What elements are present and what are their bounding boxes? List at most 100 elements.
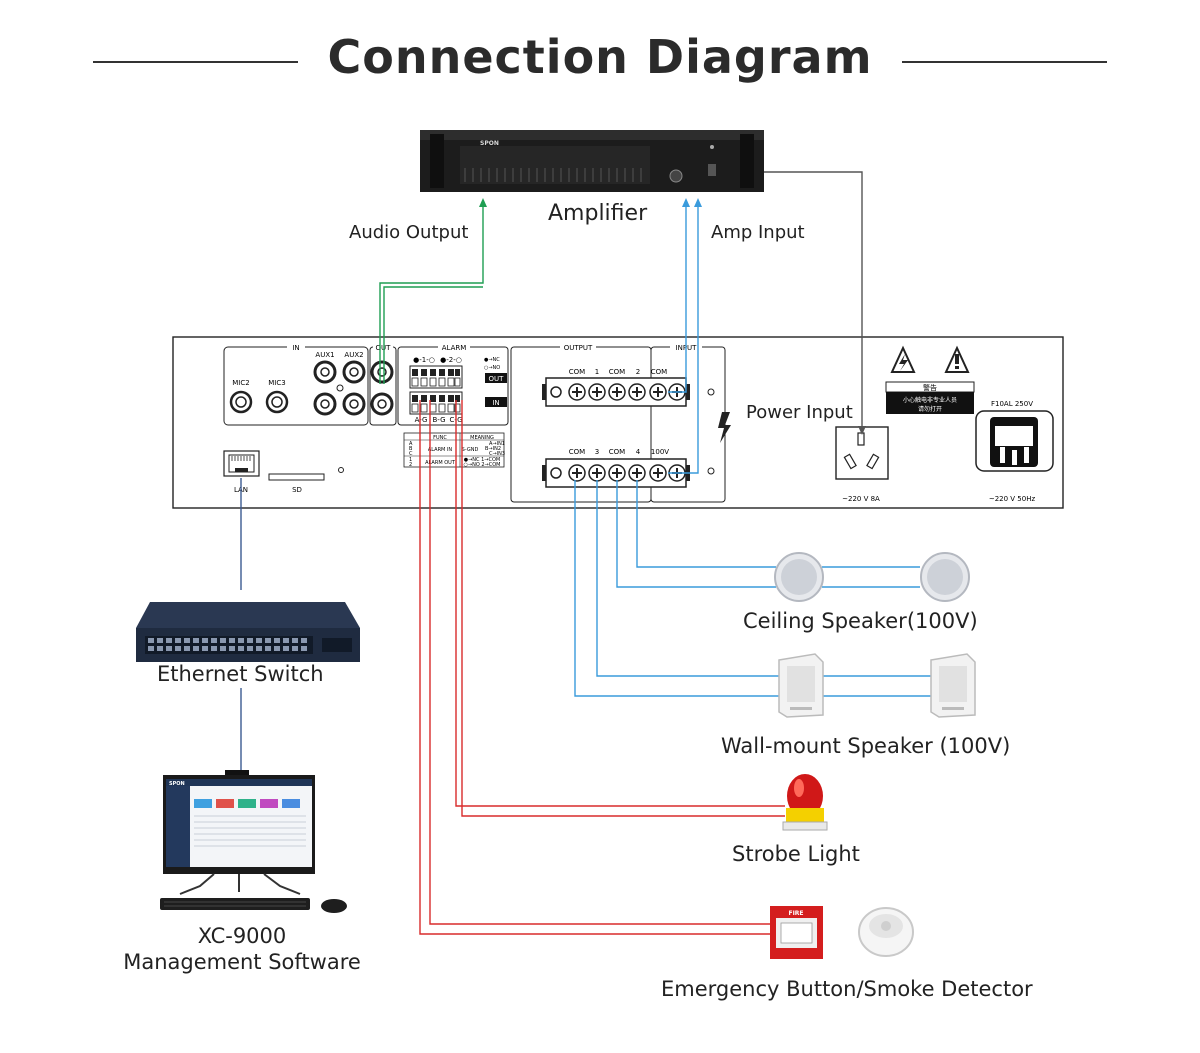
software-label-line-2: Management Software xyxy=(123,950,361,974)
reset-hole xyxy=(338,467,344,473)
amp-input-line-2 xyxy=(668,205,699,474)
amplifier-led xyxy=(710,145,714,149)
sd-card-slot xyxy=(268,473,325,481)
ceiling-speaker-icon xyxy=(774,552,970,602)
amplifier-power-switch xyxy=(708,164,716,176)
alarm-term-b: B-G xyxy=(432,416,445,424)
socket-rating: ~220 V 8A xyxy=(842,495,880,503)
emergency-line-1 xyxy=(429,400,770,925)
strobe-line-2 xyxy=(461,400,785,817)
wall-speaker-line-1 xyxy=(596,480,779,677)
power-input-label: Power Input xyxy=(746,402,853,423)
ceiling-speaker-line-1 xyxy=(636,480,776,568)
alarm-table-func: FUNC xyxy=(433,435,447,441)
amplifier-vent xyxy=(460,146,650,184)
amp-input-arrow-2 xyxy=(694,198,702,207)
alarm-in-tag xyxy=(485,397,507,407)
emergency-line-2 xyxy=(419,400,770,935)
alarm-table-no-com: ○→NO 2→COM xyxy=(464,462,501,468)
amp-input-arrow-1 xyxy=(682,198,690,207)
in-jacks xyxy=(229,360,366,416)
fire-alarm-button-icon: FIRE xyxy=(770,906,823,959)
wall-speaker-label: Wall-mount Speaker (100V) xyxy=(721,734,1011,758)
amplifier-top xyxy=(420,130,764,140)
alarm-table-r2: B→IN2 xyxy=(485,446,501,452)
alarm-section-label: ALARM xyxy=(442,344,467,352)
wall-speaker-line-2 xyxy=(574,480,779,697)
alarm-state-no: ○→NO xyxy=(484,365,500,371)
amplifier-handle-left xyxy=(430,134,444,188)
alarm-head-1: ●-1-○ xyxy=(413,356,435,364)
alarm-table-alarm-in: ALARM IN xyxy=(428,447,453,453)
aux2-label: AUX2 xyxy=(344,351,363,359)
power-arrow xyxy=(858,426,866,435)
amplifier-brand: SPON xyxy=(480,140,499,147)
fuse-rating: F10AL 250V xyxy=(991,400,1033,408)
bottom-term-4: 4 xyxy=(636,448,641,456)
input-screw-top xyxy=(707,388,715,396)
alarm-table-meaning: MEANING xyxy=(470,435,494,441)
alarm-table-a: A xyxy=(409,441,413,447)
in-section-label: IN xyxy=(292,344,299,352)
alarm-table-alarm-out: ALARM OUT xyxy=(425,460,456,466)
wall-speaker-icon xyxy=(778,653,976,718)
power-line xyxy=(764,171,863,428)
top-term-1: 1 xyxy=(595,368,599,376)
warning-triangle-icon xyxy=(890,345,970,373)
amplifier-icon: SPON xyxy=(420,130,764,192)
iec-inlet-icon xyxy=(975,410,1054,472)
top-term-com2: COM xyxy=(609,368,625,376)
title-rule-right xyxy=(902,61,1107,63)
alarm-table-b: B xyxy=(409,446,413,452)
wiring xyxy=(240,171,931,935)
alarm-state-nc: ●→NC xyxy=(484,357,500,363)
emergency-label: Emergency Button/Smoke Detector xyxy=(661,977,1033,1001)
top-term-com1: COM xyxy=(569,368,585,376)
warning-line-2: 请勿打开 xyxy=(918,405,942,413)
output-terminals-top xyxy=(542,377,690,407)
alarm-function-table: FUNC MEANING A B C 1 2 ALARM IN ALARM OU… xyxy=(403,432,505,468)
ethernet-switch-label: Ethernet Switch xyxy=(157,662,324,686)
alarm-in-tag-label: IN xyxy=(492,399,499,407)
alarm-out-tag-label: OUT xyxy=(489,375,505,383)
strobe-line-1 xyxy=(455,400,785,807)
sd-label: SD xyxy=(292,486,302,494)
alarm-terminal-blocks xyxy=(409,365,463,415)
output-section-label: OUTPUT xyxy=(564,344,593,352)
ceiling-speaker-label: Ceiling Speaker(100V) xyxy=(743,609,978,633)
ceiling-speaker-line-2 xyxy=(616,480,776,588)
high-voltage-icon xyxy=(718,412,731,443)
alarm-table-r1: A→IN1 xyxy=(489,441,505,447)
output-terminals-bottom xyxy=(542,458,690,488)
rear-panel: IN AUX1 AUX2 MIC2 MIC3 OUT xyxy=(172,336,1064,509)
amp-input-line-1 xyxy=(668,205,687,393)
rj45-port-icon xyxy=(223,450,260,477)
ethernet-switch-icon xyxy=(136,602,360,662)
alarm-out-tag xyxy=(485,373,507,383)
bottom-term-100v: 100V xyxy=(651,448,669,456)
alarm-table-nc-com: ●→NC 1→COM xyxy=(464,457,500,463)
bottom-term-com2: COM xyxy=(609,448,625,456)
alarm-term-a: A-G xyxy=(415,416,428,424)
alarm-table-o1: 1 xyxy=(409,457,412,463)
warning-title: 警告 xyxy=(923,383,937,392)
top-term-2: 2 xyxy=(636,368,640,376)
bottom-term-3: 3 xyxy=(595,448,599,456)
alarm-table-o2: 2 xyxy=(409,462,412,468)
input-screw-bottom xyxy=(707,467,715,475)
smoke-detector-icon xyxy=(858,907,914,957)
audio-output-label: Audio Output xyxy=(349,222,469,243)
amplifier-handle-right xyxy=(740,134,754,188)
amp-input-label: Amp Input xyxy=(711,222,805,243)
power-socket-icon xyxy=(835,426,889,480)
alarm-head-2: ●-2-○ xyxy=(440,356,462,364)
audio-output-line xyxy=(379,205,484,384)
computer-icon: SPON xyxy=(160,770,347,913)
software-label-line-1: XC-9000 xyxy=(197,924,287,948)
mains-rating: ~220 V 50Hz xyxy=(989,495,1036,503)
warning-line-1: 小心触电非专业人员 xyxy=(903,396,957,404)
strobe-light-icon xyxy=(782,774,828,831)
mic2-label: MIC2 xyxy=(232,379,249,387)
